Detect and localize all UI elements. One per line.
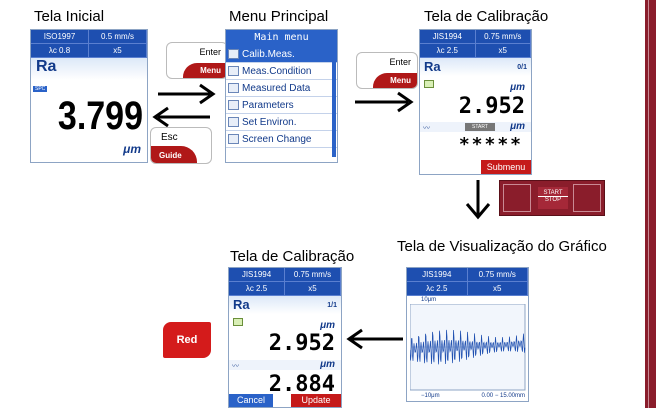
calibration-value: 2.952 (458, 94, 525, 119)
guide-key-label: Guide (159, 151, 182, 160)
update-button[interactable]: Update (291, 394, 341, 407)
menu-item[interactable]: Set Environ. (226, 114, 337, 131)
graph-screen: JIS1994 0.75 mm/s λc 2.5 x5 10μm −10μm 0… (406, 267, 529, 402)
enter-menu-key-2[interactable]: Enter Menu (356, 52, 418, 89)
menu-item[interactable]: Parameters (226, 97, 337, 114)
stop-label: STOP (544, 197, 562, 203)
start-label: START (538, 190, 568, 197)
menu-item[interactable]: Calib.Meas. (226, 46, 337, 63)
unit-label: μm (320, 320, 335, 331)
title-calibration-top: Tela de Calibração (424, 8, 549, 25)
page-indicator: 1/1 (327, 302, 337, 309)
title-graph-screen: Tela de Visualização do Gráfico (397, 238, 607, 255)
cutoff-label: λc 0.8 (31, 44, 89, 58)
title-calibration-bottom: Tela de Calibração (230, 248, 355, 265)
profile-graph (410, 304, 526, 391)
std-label: JIS1994 (420, 30, 476, 44)
mag-label: x5 (475, 44, 531, 58)
measured-value: 3.799 (57, 94, 143, 138)
enter-menu-key[interactable]: Enter Menu (166, 42, 228, 79)
unit-label-2: μm (510, 121, 525, 132)
y-top-label: 10μm (421, 297, 437, 303)
title-initial-screen: Tela Inicial (34, 8, 105, 25)
enter-key-label-2: Enter (389, 57, 411, 67)
param-label: Ra (424, 59, 441, 74)
esc-key-label: Esc (161, 132, 178, 143)
y-bottom-label: −10μm (421, 393, 440, 399)
waveform (410, 329, 526, 365)
calibration-screen-bottom: JIS1994 0.75 mm/s λc 2.5 x5 Ra 1/1 μm 2.… (228, 267, 342, 408)
main-menu-header: Main menu (226, 30, 337, 46)
unit-label: μm (510, 82, 525, 93)
std-label: JIS1994 (229, 268, 285, 282)
menu-item[interactable]: Screen Change (226, 131, 337, 148)
start-indicator: START (465, 123, 495, 131)
menu-scrollbar[interactable] (332, 47, 336, 157)
title-main-menu: Menu Principal (229, 8, 329, 25)
unit-label: μm (123, 142, 141, 156)
menu-item[interactable]: Meas.Condition (226, 63, 337, 80)
std-label: JIS1994 (407, 268, 468, 282)
speed-label: 0.75 mm/s (467, 268, 528, 282)
menu-item-label: Measured Data (242, 82, 311, 94)
menu-item-icon (228, 49, 239, 59)
mag-label: x5 (285, 282, 341, 296)
x-range-label: 0.00 − 15.00mm (481, 393, 525, 399)
left-arrow-head (152, 106, 169, 128)
speed-label: 0.75 mm/s (285, 268, 341, 282)
menu-item[interactable]: Measured Data (226, 80, 337, 97)
esc-guide-key[interactable]: Esc Guide (150, 127, 212, 164)
cutoff-label: λc 2.5 (420, 44, 476, 58)
transition-arrows (152, 83, 216, 128)
cutoff-label: λc 2.5 (407, 282, 468, 296)
menu-key-label-2: Menu (373, 73, 417, 88)
param-label: Ra (233, 297, 250, 312)
menu-item-icon (228, 66, 239, 76)
menu-key-label: Menu (183, 63, 227, 78)
submenu-button[interactable]: Submenu (481, 160, 531, 174)
cancel-button[interactable]: Cancel (229, 394, 273, 407)
menu-item-label: Screen Change (242, 133, 312, 145)
sidebar-stripe (645, 0, 656, 408)
graph-to-calib-arrow (346, 328, 403, 350)
speed-label: 0.75 mm/s (475, 30, 531, 44)
enter-key-label: Enter (199, 47, 221, 57)
menu-item-icon (228, 117, 239, 127)
down-arrow (465, 180, 491, 220)
reference-icon (424, 80, 434, 88)
waveform-icon: 〰 (423, 125, 430, 132)
menu-item-icon (228, 134, 239, 144)
reference-icon (233, 318, 243, 326)
menu-item-label: Meas.Condition (242, 65, 312, 77)
menu-item-label: Calib.Meas. (242, 48, 295, 60)
param-label: Ra (36, 58, 57, 75)
std-label: ISO1997 (31, 30, 89, 44)
mag-label: x5 (89, 44, 147, 58)
unit-label-2: μm (320, 359, 335, 370)
reference-value: 2.952 (268, 331, 335, 356)
menu-item-icon (228, 83, 239, 93)
menu-item-label: Parameters (242, 99, 294, 111)
initial-screen: ISO1997 0.5 mm/s λc 0.8 x5 Ra SPC 3.799 … (30, 29, 148, 163)
pending-value: ***** (458, 134, 523, 155)
right-arrow-head (199, 83, 216, 105)
speed-label: 0.5 mm/s (89, 30, 147, 44)
spc-badge: SPC (33, 86, 48, 92)
menu-to-calib-arrow (355, 91, 414, 113)
calibration-screen-top: JIS1994 0.75 mm/s λc 2.5 x5 Ra 0/1 μm 2.… (419, 29, 532, 175)
measured-value: 2.884 (268, 372, 335, 397)
red-key[interactable]: Red (163, 322, 211, 358)
waveform-icon: 〰 (232, 363, 239, 370)
initial-header: ISO1997 0.5 mm/s λc 0.8 x5 (31, 30, 147, 58)
menu-item-label: Set Environ. (242, 116, 297, 128)
mag-label: x5 (467, 282, 528, 296)
page-indicator: 0/1 (517, 64, 527, 71)
menu-item-icon (228, 100, 239, 110)
cutoff-label: λc 2.5 (229, 282, 285, 296)
start-stop-key[interactable]: START STOP (499, 180, 605, 216)
